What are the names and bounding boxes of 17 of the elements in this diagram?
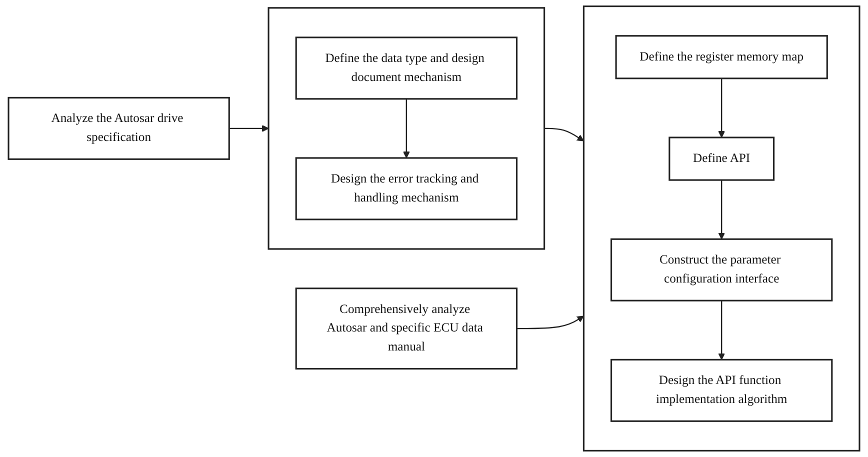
arrow bbox=[718, 78, 726, 138]
node-box: Design the error tracking and handling mechanism bbox=[295, 157, 518, 220]
arrow bbox=[718, 300, 726, 360]
arrow bbox=[402, 98, 410, 158]
arrow bbox=[718, 180, 726, 240]
node-box: Define the register memory map bbox=[615, 35, 828, 80]
cluster bbox=[268, 7, 546, 250]
node-box: Define API bbox=[668, 136, 775, 181]
cluster bbox=[582, 6, 860, 452]
arrow bbox=[229, 124, 269, 132]
node-box: Define the data type and design document mechanism bbox=[295, 36, 518, 100]
node-box: Construct the parameter configuration interface bbox=[610, 238, 833, 302]
node-box: Analyze the Autosar drive specification bbox=[8, 96, 230, 160]
arrow bbox=[544, 128, 584, 142]
node-box: Design the API function implementation algorithm bbox=[610, 358, 833, 422]
arrow bbox=[516, 316, 584, 330]
node-box: Comprehensively analyze Autosar and specific ECU data manual bbox=[295, 288, 518, 370]
